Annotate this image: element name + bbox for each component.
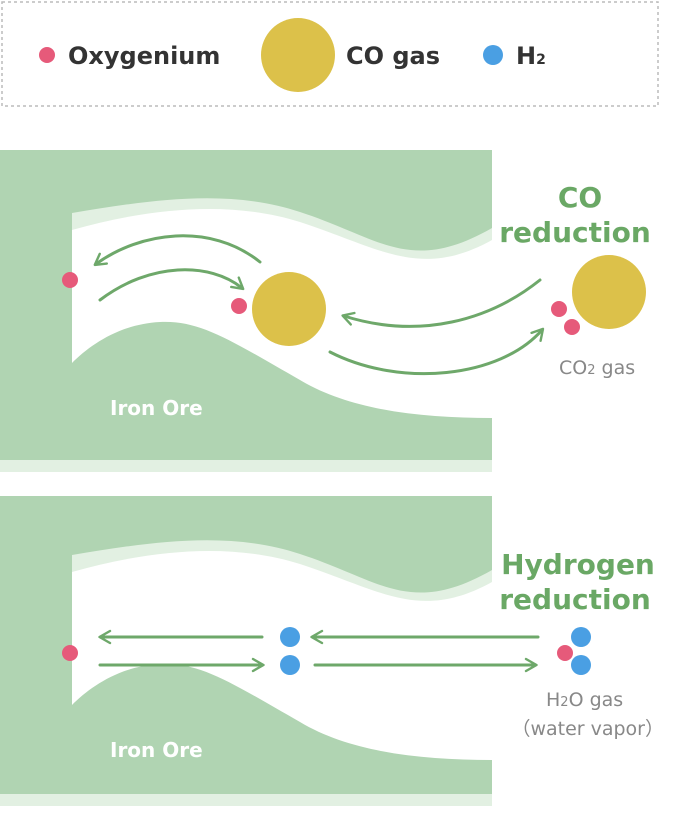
co2-gas-label: CO2 gas: [559, 357, 635, 379]
co-title-line1: CO: [558, 181, 602, 214]
h2-title-line1: Hydrogen: [501, 548, 655, 581]
oxygen-icon: [39, 47, 55, 63]
oxygen-icon: [557, 645, 573, 661]
water-vapor-label: （water vapor）: [511, 718, 664, 740]
legend: Oxygenium CO gas H2: [1, 1, 659, 107]
hydrogen-reduction-panel: Iron Ore Hydrogen reduction H2O gas （wat…: [0, 496, 664, 806]
legend-co-gas: CO gas: [346, 42, 440, 70]
arrow-icon: [98, 268, 245, 302]
co-gas-icon: [252, 272, 326, 346]
oxygen-icon: [564, 319, 580, 335]
co-gas-icon: [261, 18, 335, 92]
oxygen-icon: [551, 301, 567, 317]
h2-icon: [280, 627, 300, 647]
legend-border: [1, 1, 659, 107]
arrow-icon: [328, 327, 545, 376]
h2-icon: [571, 627, 591, 647]
pore-channel: [72, 550, 492, 760]
legend-h2: H2: [516, 42, 546, 70]
arrow-icon: [93, 234, 262, 267]
h2o-gas-label: H2O gas: [546, 689, 623, 711]
iron-ore-label: Iron Ore: [110, 738, 203, 762]
legend-oxygenium: Oxygenium: [68, 42, 220, 70]
arrow-icon: [341, 278, 542, 328]
oxygen-icon: [62, 272, 78, 288]
h2-icon: [571, 655, 591, 675]
oxygen-icon: [62, 645, 78, 661]
co-gas-icon: [572, 255, 646, 329]
oxygen-icon: [231, 298, 247, 314]
h2-icon: [280, 655, 300, 675]
h2-title-line2: reduction: [499, 583, 651, 616]
h2-icon: [483, 45, 503, 65]
co-title-line2: reduction: [499, 216, 651, 249]
co-reduction-panel: Iron Ore CO reduction CO2 gas: [0, 150, 651, 472]
iron-ore-label: Iron Ore: [110, 396, 203, 420]
